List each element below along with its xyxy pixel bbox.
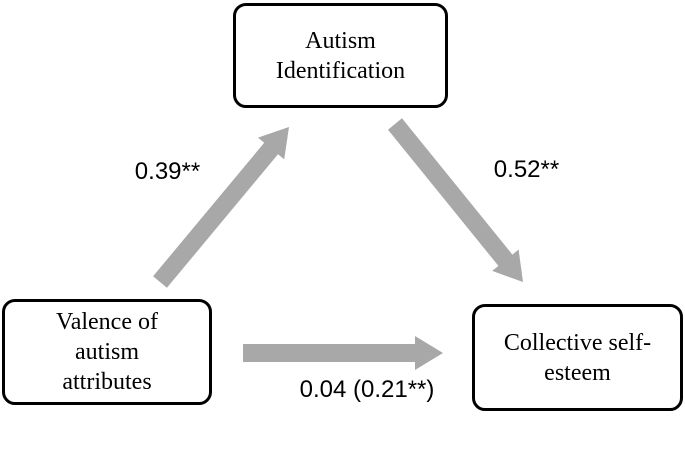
arrow-valence-to-esteem	[243, 336, 443, 370]
node-label-line: Autism	[305, 27, 376, 54]
path-coefficient-identification-to-esteem: 0.52**	[493, 156, 560, 183]
node-label-line: attributes	[62, 369, 152, 395]
node-label-line: Identification	[275, 57, 406, 84]
node-label-line: Collective self-	[503, 329, 652, 356]
node-autism-identification: Autism Identification	[233, 3, 448, 108]
node-label-line: esteem	[544, 359, 611, 386]
arrow-valence-to-identification	[153, 127, 289, 288]
path-coefficient-valence-to-esteem: 0.04 (0.21**)	[299, 376, 435, 403]
node-valence-of-autism-attributes: Valence of autism attributes	[2, 299, 212, 405]
arrow-identification-to-esteem	[388, 118, 523, 282]
node-collective-self-esteem: Collective self- esteem	[472, 304, 683, 411]
path-coefficient-valence-to-identification: 0.39**	[134, 158, 201, 185]
node-label-line: autism	[75, 339, 139, 365]
node-label-line: Valence of	[56, 309, 158, 335]
